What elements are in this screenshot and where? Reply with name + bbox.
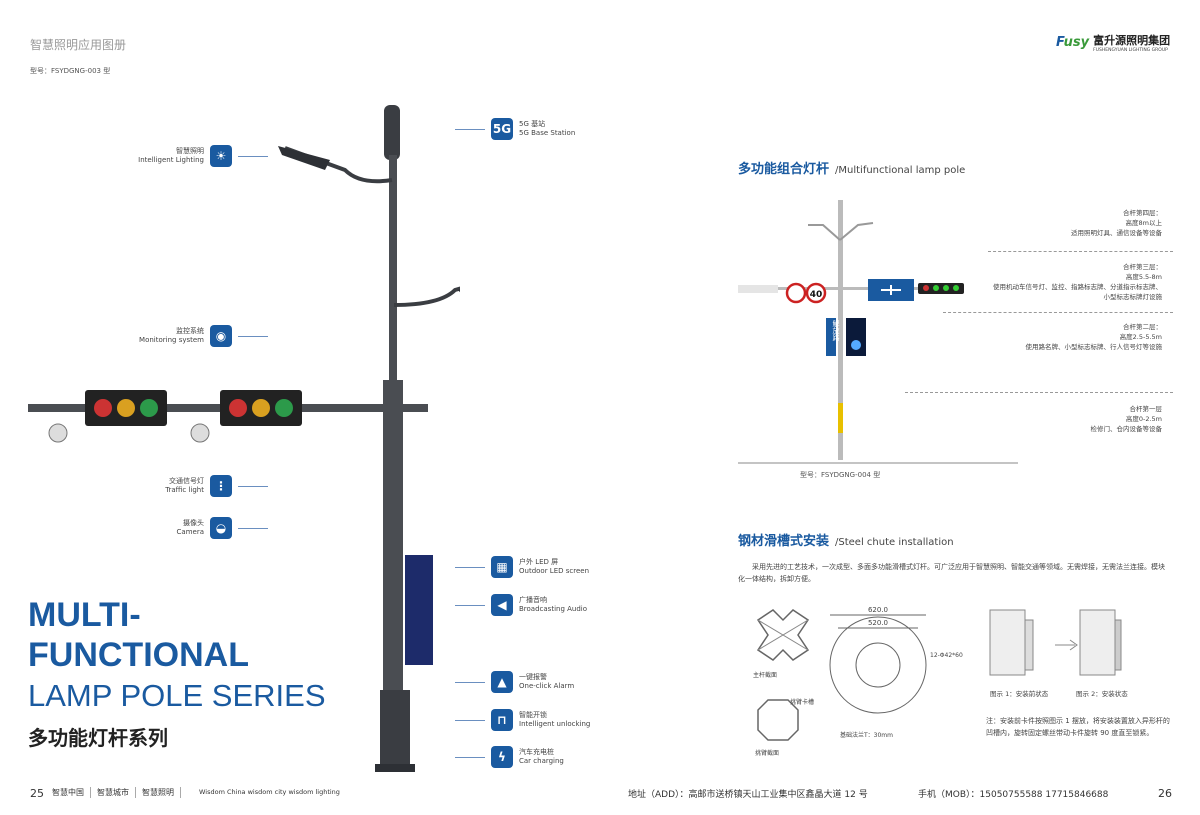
traffic-light-icon: ⋮ (210, 475, 232, 497)
figure-2-caption: 图示 2：安装状态 (1076, 690, 1128, 698)
page-number-left: 25 (30, 787, 44, 800)
cctv-icon: ◉ (210, 325, 232, 347)
arm-slot-label: 挑臂卡槽 (790, 699, 815, 706)
tier-4: 合杆第四层：高度8m以上适用照明灯具、通信设备等设备 (1071, 209, 1162, 238)
megaphone-icon: ◀ (491, 594, 513, 616)
section-steel-chute: 钢材滑槽式安装/Steel chute installation (738, 534, 954, 549)
section-multifunctional-pole: 多功能组合灯杆/Multifunctional lamp pole (738, 162, 966, 177)
page-number-right: 26 (1158, 787, 1172, 800)
model-number-004: 型号：FSYDGNG-004 型 (800, 471, 881, 479)
lamp-pole-illustration (28, 105, 460, 772)
combined-pole-diagram: 40 (738, 200, 1018, 464)
led-screen-icon: ▦ (491, 556, 513, 578)
figure-1-caption: 图示 1：安装前状态 (990, 690, 1049, 698)
svg-text:520.0: 520.0 (868, 619, 888, 627)
footer-phone: 手机（MOB）：15050755588 17715846688 (918, 790, 1109, 800)
svg-text:620.0: 620.0 (868, 606, 888, 614)
main-pole-section-label: 主杆截面 (753, 672, 778, 679)
divider (988, 251, 1173, 252)
arm-section-label: 挑臂截面 (755, 750, 780, 757)
holes-dimension: 12-Φ42*60 (930, 652, 963, 659)
5g-icon: 5G (491, 118, 513, 140)
title-cn: 多功能灯杆系列 (28, 726, 168, 750)
model-number: 型号：FSYDGNG-003 型 (30, 67, 111, 75)
title-multi: MULTI- (28, 596, 141, 634)
charging-icon: ϟ (491, 746, 513, 768)
sun-icon: ☀ (210, 145, 232, 167)
footer-tags: 智慧中国 智慧城市 智慧照明 Wisdom China wisdom city … (52, 787, 340, 798)
street-name-sign: 解放路 (832, 320, 840, 341)
logo-mark: Fusy (1056, 35, 1090, 50)
brochure-title: 智慧照明应用图册 (30, 38, 127, 52)
brand-logo: Fusy 富升源照明集团 FUSHENGYUAN LIGHTING GROUP (1056, 34, 1171, 53)
title-functional: FUNCTIONAL (28, 636, 249, 674)
cross-section-drawings: 620.0 520.0 (756, 606, 927, 741)
speed-limit-sign: 40 (810, 290, 823, 300)
installation-note: 注：安装前卡件按照图示 1 摆放，将安装装置放入异形杆的凹槽内，旋转固定螺丝带动… (986, 717, 1170, 737)
footer-address: 地址（ADD）：高邮市送桥镇天山工业集中区鑫晶大道 12 号 (628, 790, 868, 800)
divider (943, 312, 1173, 313)
lock-icon: ⊓ (491, 709, 513, 731)
section-body: 采用先进的工艺技术，一次成型、多面多功能滑槽式灯杆。可广泛应用于智慧照明、智能交… (738, 563, 1165, 583)
divider (905, 392, 1173, 393)
alarm-icon: ▲ (491, 671, 513, 693)
camera-icon: ◒ (210, 517, 232, 539)
flange-label: 基础法兰T：30mm (840, 732, 893, 739)
title-lamp-pole-series: LAMP POLE SERIES (28, 678, 326, 713)
installation-diagram (989, 609, 1122, 676)
